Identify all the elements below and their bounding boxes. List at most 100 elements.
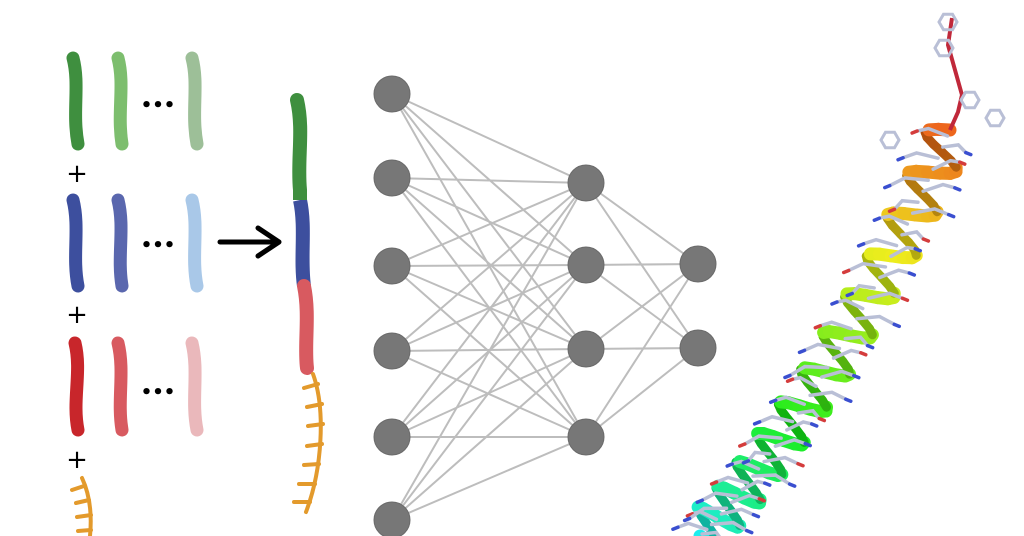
side-chain-atom [671,525,680,531]
aromatic-ring [984,108,1006,128]
fragment-red-2 [111,336,129,437]
side-chain-stick [751,473,792,486]
side-chain-stick [843,335,870,348]
network-edge [585,347,699,438]
network-edge [391,264,587,267]
side-chain-stick [831,348,863,360]
side-chain-stick [835,298,865,311]
side-chain-stick [846,261,888,273]
network-edge [391,182,587,267]
side-chain-atom [921,237,931,243]
side-chain-atom [785,377,795,383]
side-chain-stick [820,369,856,379]
network-node-layer-2 [567,330,605,368]
fragment-red-3 [185,336,204,437]
side-chain-stick [743,434,783,446]
network-edge [391,177,587,266]
side-chain-atom [768,398,778,405]
side-chain-atom [797,348,807,355]
side-chain-atom [964,150,973,157]
aromatic-ring [937,12,959,32]
side-chain-stick [892,198,920,212]
fragment-green-1 [66,51,85,151]
side-chain-atom [907,271,917,277]
plus-sign-2: + [66,300,88,330]
side-chain-atom [844,397,853,403]
side-chain-atom [741,459,751,465]
side-chain-stick [719,507,756,517]
side-chain-stick [915,126,950,138]
side-chain-atom [757,497,767,503]
network-node-layer-1 [373,418,411,456]
side-chain-atom [783,373,792,380]
aromatic-ring [933,38,955,58]
side-chain-atom [957,160,967,166]
side-chain-atom [913,246,922,253]
side-chain-stick [910,207,951,217]
side-chain-stick [921,182,957,193]
side-chain-stick [740,479,767,492]
side-chain-atom [751,512,761,519]
side-chain-stick [878,268,912,280]
helix-icon [671,12,1006,536]
side-chain-stick [676,521,709,532]
side-chain-stick [773,438,807,448]
network-edge [585,263,699,438]
network-edge [585,347,699,350]
side-chain-atom [695,498,704,504]
side-chain-atom [738,442,747,448]
network-edge [391,436,587,521]
side-chain-stick [714,475,750,485]
side-chain-stick [757,414,795,424]
fragment-red-1 [68,336,85,437]
network-edge [391,182,587,438]
side-chain-stick [900,230,926,241]
neural-network-edges [391,93,699,521]
fragment-blue-3 [185,193,204,293]
side-chain-stick [901,151,940,160]
network-edge [391,182,587,521]
side-chain-stick [861,237,899,248]
side-chain-stick [709,520,749,533]
side-chain-atom [856,242,866,248]
network-edge [585,263,699,266]
side-chain-atom [900,296,910,303]
fragment-green-2 [111,51,129,151]
network-edge [585,263,699,350]
fragment-green-3 [185,51,204,151]
side-chain-atom [725,462,734,468]
network-edge [585,182,699,265]
side-chain-atom [744,528,754,535]
lipid-tail-fragment [70,476,93,536]
side-chain-stick [931,158,962,171]
side-chain-stick [866,291,905,301]
side-chain-atom [852,373,861,380]
side-chain-atom [830,300,839,306]
helix-ribbon-segment [931,122,957,137]
side-chain-stick [808,390,848,401]
side-chain-atom [845,291,854,298]
side-chain-stick [889,245,917,259]
network-edge [391,348,587,521]
side-chain-stick [802,342,842,353]
side-chain-atom [859,351,868,357]
side-chain-atom [817,416,827,423]
ellipsis-green: ••• [141,95,176,116]
side-chain-atom [787,482,797,488]
side-chain-atom [803,441,812,448]
side-chain-stick [877,214,910,226]
side-chain-stick [700,491,739,502]
side-chain-stick [687,506,729,521]
neural-network-icon [373,75,717,536]
network-edge [391,93,587,184]
terminal-tail [945,17,965,131]
side-chain-atom [682,516,692,523]
ellipsis-blue: ••• [141,235,176,256]
network-node-layer-1 [373,75,411,113]
side-chain-atom [709,480,719,486]
side-chain-atom [752,420,762,426]
peptide-icon [290,93,325,514]
network-edge [391,177,587,350]
